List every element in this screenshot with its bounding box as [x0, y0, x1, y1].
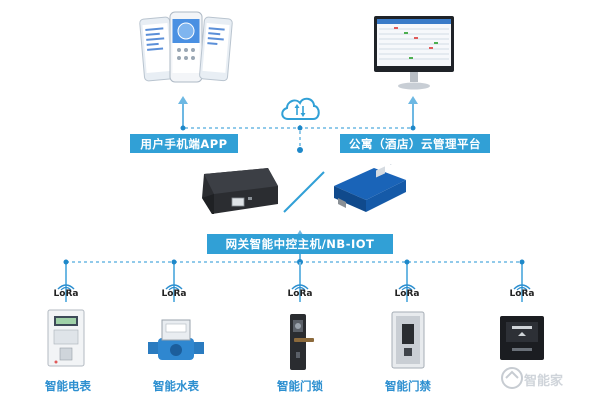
water-meter-icon — [148, 319, 204, 360]
lora-badge: LoRa — [282, 280, 318, 304]
device-label-water-meter: 智能水表 — [153, 379, 199, 393]
lora-badge: LoRa — [389, 280, 425, 304]
door-lock-icon — [290, 314, 314, 370]
device-label-door-lock: 智能门锁 — [277, 379, 323, 393]
lora-text: LoRa — [287, 289, 313, 299]
lora-text: LoRa — [53, 289, 79, 299]
app-label: 用户手机端APP — [130, 134, 238, 153]
nb-iot-module-icon — [334, 164, 406, 212]
watermark-text: 智能家 — [524, 374, 564, 389]
watermark-logo-icon — [501, 367, 523, 389]
cloud-icon — [281, 97, 320, 120]
lora-badge: LoRa — [156, 280, 192, 304]
access-control-icon — [391, 311, 425, 369]
lora-badge: LoRa — [48, 280, 84, 304]
gateway-hub-icon — [202, 168, 278, 214]
device-label-access-control: 智能门禁 — [385, 379, 431, 393]
gateway-label: 网关智能中控主机/NB-IOT — [207, 234, 393, 254]
lora-badge: LoRa — [504, 280, 540, 304]
mobile-app-phones-icon — [139, 11, 233, 83]
lora-text: LoRa — [394, 289, 420, 299]
lora-text: LoRa — [509, 289, 535, 299]
lora-text: LoRa — [161, 289, 187, 299]
card-power-switch-icon — [500, 316, 544, 360]
device-label-electric-meter: 智能电表 — [45, 379, 91, 393]
monitor-icon — [374, 16, 454, 90]
platform-label: 公寓（酒店）云管理平台 — [340, 134, 490, 153]
electric-meter-icon — [47, 309, 85, 367]
